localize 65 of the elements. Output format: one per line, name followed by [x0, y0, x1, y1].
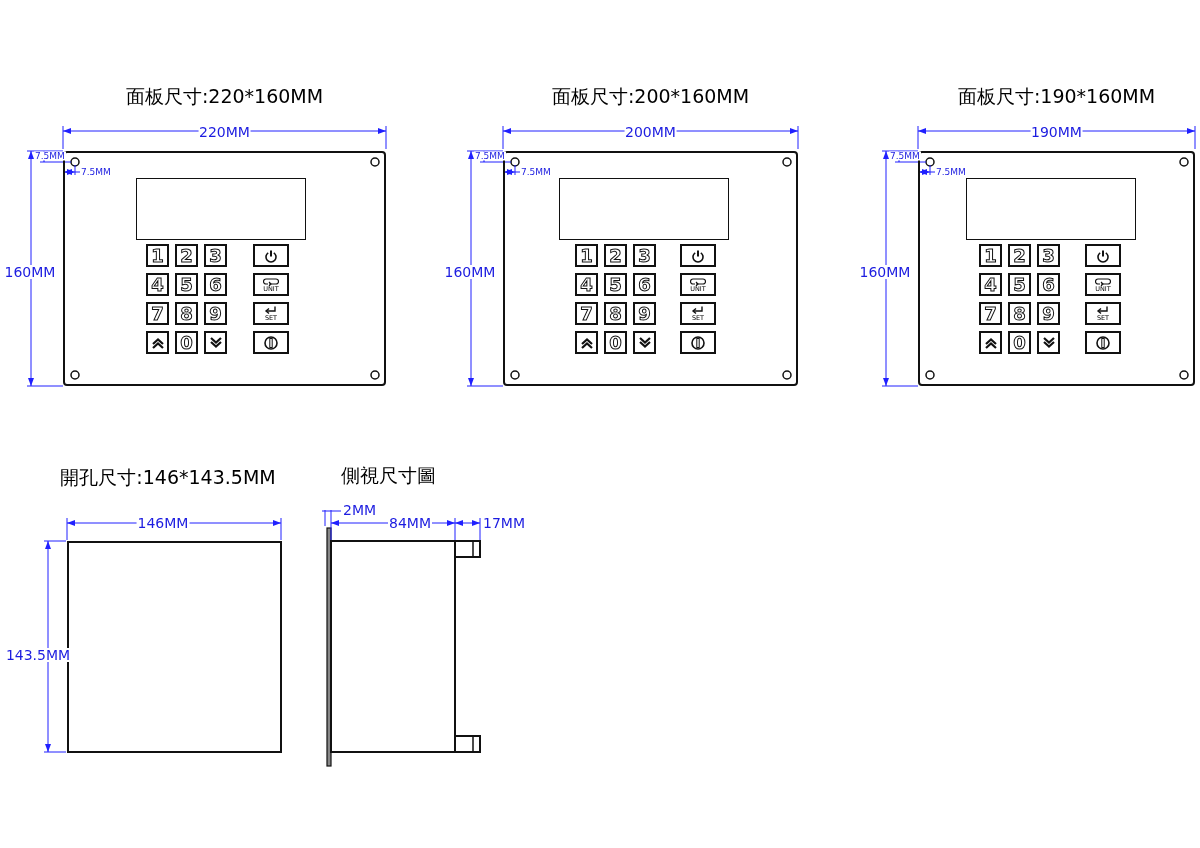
key-button: 9: [633, 302, 656, 325]
cutout-outline: [67, 541, 282, 753]
dimension-label: 160MM: [858, 265, 912, 279]
panel-outline: [918, 151, 1195, 386]
key-button: 8: [1008, 302, 1031, 325]
key-button: [1085, 244, 1121, 267]
key-button: 3: [1037, 244, 1060, 267]
display-screen: [559, 178, 729, 240]
key-button: 4: [575, 273, 598, 296]
key-button: 1: [146, 244, 169, 267]
dimension-label: 7.5MM: [520, 167, 552, 177]
key-button: 7: [575, 302, 598, 325]
key-button: [680, 331, 716, 354]
key-button: [253, 331, 289, 354]
key-button: 8: [604, 302, 627, 325]
drawing-title: 面板尺寸:220*160MM: [125, 86, 324, 106]
dimension-label: 160MM: [3, 265, 57, 279]
dimension-label: 7.5MM: [935, 167, 967, 177]
display-screen: [136, 178, 306, 240]
key-button: 1: [575, 244, 598, 267]
key-button: 6: [633, 273, 656, 296]
key-button: 6: [204, 273, 227, 296]
key-button: 0: [1008, 331, 1031, 354]
dimension-label: 160MM: [443, 265, 497, 279]
key-button: 8: [175, 302, 198, 325]
key-button: 5: [1008, 273, 1031, 296]
panel-outline: [63, 151, 386, 386]
key-button: 9: [204, 302, 227, 325]
panel-outline: [503, 151, 798, 386]
key-button: 2: [1008, 244, 1031, 267]
dimension-label: 17MM: [482, 516, 526, 530]
key-button: 0: [175, 331, 198, 354]
key-button: 3: [633, 244, 656, 267]
key-button: 6: [1037, 273, 1060, 296]
dimension-label: 2MM: [342, 503, 378, 517]
dimension-label: 146MM: [136, 516, 190, 530]
key-button: 2: [175, 244, 198, 267]
key-button: 3: [204, 244, 227, 267]
dimension-label: 190MM: [1030, 125, 1083, 139]
key-button: 4: [979, 273, 1002, 296]
dimension-label: 220MM: [198, 125, 251, 139]
drawing-title: 面板尺寸:190*160MM: [957, 86, 1156, 106]
key-button: [680, 244, 716, 267]
drawing-title: 面板尺寸:200*160MM: [551, 86, 750, 106]
drawing-title: 側視尺寸圖: [340, 465, 436, 485]
key-button: [1085, 331, 1121, 354]
dimension-label: 7.5MM: [80, 167, 112, 177]
display-screen: [966, 178, 1136, 240]
drawing-title: 開孔尺寸:146*143.5MM: [60, 467, 276, 487]
key-button: 9: [1037, 302, 1060, 325]
key-button: 1: [979, 244, 1002, 267]
key-button: 5: [175, 273, 198, 296]
key-button: 2: [604, 244, 627, 267]
dimension-label: 143.5MM: [4, 648, 72, 662]
key-button: 5: [604, 273, 627, 296]
key-button: [253, 244, 289, 267]
key-button: 4: [146, 273, 169, 296]
dimension-label: 7.5MM: [34, 151, 66, 161]
key-button: 7: [146, 302, 169, 325]
key-button: 7: [979, 302, 1002, 325]
dimension-label: 7.5MM: [889, 151, 921, 161]
key-button: 0: [604, 331, 627, 354]
dimension-label: 7.5MM: [474, 151, 506, 161]
dimension-label: 84MM: [388, 516, 432, 530]
dimension-label: 200MM: [624, 125, 677, 139]
